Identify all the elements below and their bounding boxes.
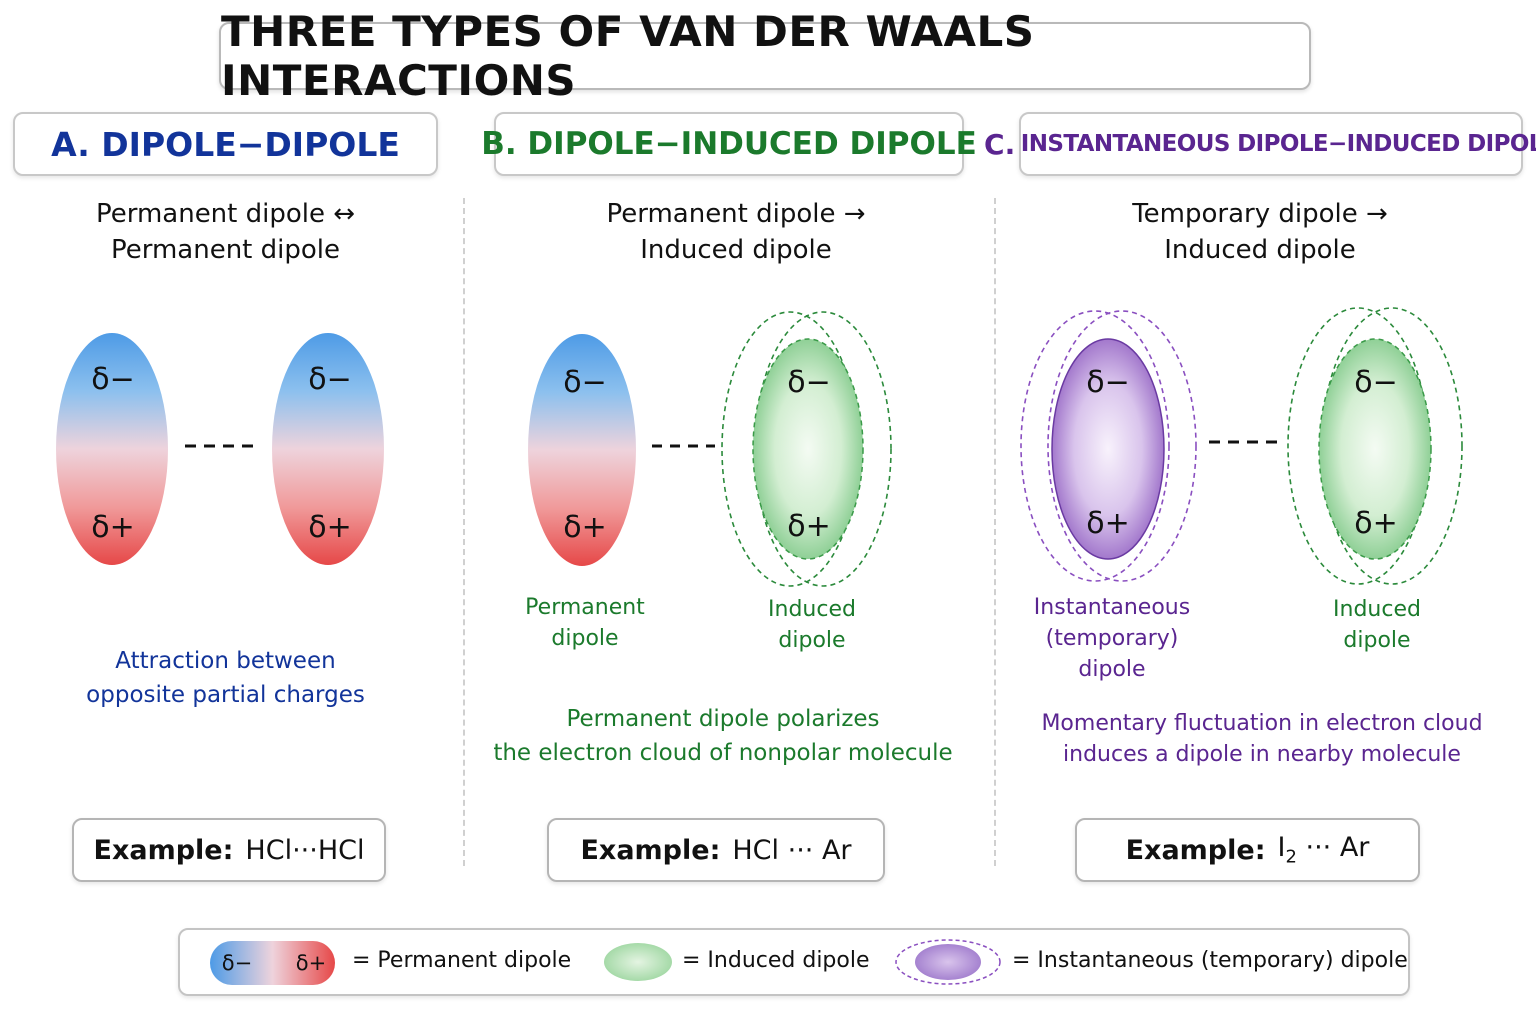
panel-b-right-delta-minus: δ− xyxy=(787,365,831,400)
panel-b-example-value: HCl ··· Ar xyxy=(732,834,852,866)
panel-a-description-line1: Attraction between xyxy=(115,648,336,674)
panel-c-example-value: I2 ··· Ar xyxy=(1278,832,1370,867)
panel-b-left-caption-line1: Permanent xyxy=(525,595,645,620)
panel-b-example: Example: HCl ··· Ar xyxy=(547,818,885,882)
legend xyxy=(178,928,1410,996)
panel-c-example-rest: ··· Ar xyxy=(1296,832,1370,864)
panel-b-letter: B. xyxy=(481,126,517,162)
panel-c-temp-cloud-outer-a xyxy=(1020,310,1170,582)
panel-b-left-delta-minus: δ− xyxy=(563,365,607,400)
panel-c-subtitle: Temporary dipole → Induced dipole xyxy=(1010,196,1510,268)
legend-permanent-swatch xyxy=(210,941,335,985)
panel-b-description-line2: the electron cloud of nonpolar molecule xyxy=(493,740,953,766)
panel-a-heading: A. DIPOLE−DIPOLE xyxy=(13,112,438,176)
panel-c-induced-dipole xyxy=(1318,338,1432,560)
panel-a-right-delta-minus: δ− xyxy=(308,362,352,397)
panel-a-left-delta-plus: δ+ xyxy=(91,510,135,545)
legend-delta-plus: δ+ xyxy=(296,951,326,975)
panel-c-example-subscript: 2 xyxy=(1285,846,1297,868)
panel-a-description: Attraction between opposite partial char… xyxy=(13,644,438,712)
panel-a-right-dipole xyxy=(272,333,384,565)
panel-a-description-line2: opposite partial charges xyxy=(86,682,365,708)
panel-c-right-delta-minus: δ− xyxy=(1354,365,1398,400)
panel-a-example-label: Example: xyxy=(93,834,234,866)
panel-b-left-caption-line2: dipole xyxy=(551,626,619,651)
panel-b-subtitle: Permanent dipole → Induced dipole xyxy=(494,196,978,268)
legend-instantaneous-label: = Instantaneous (temporary) dipole xyxy=(1012,948,1408,973)
panel-c-instantaneous-dipole xyxy=(1051,338,1165,560)
panel-c-subtitle-line2: Induced dipole xyxy=(1164,235,1356,265)
panel-a-example: Example: HCl···HCl xyxy=(72,818,386,882)
panel-b-right-caption: Induced dipole xyxy=(732,594,892,656)
legend-induced-label: = Induced dipole xyxy=(682,948,870,973)
panel-b-right-caption-line1: Induced xyxy=(768,597,856,622)
panel-c-heading-text: INSTANTANEOUS DIPOLE−INDUCED DIPOLE xyxy=(1020,131,1536,157)
panel-b-induced-cloud-outer-b xyxy=(754,311,892,587)
panel-c-right-caption: Induced dipole xyxy=(1297,594,1457,656)
panel-c-right-delta-plus: δ+ xyxy=(1354,506,1398,541)
panel-a-subtitle: Permanent dipole ↔ Permanent dipole xyxy=(13,196,438,268)
panel-a-subtitle-line1: Permanent dipole ↔ xyxy=(95,199,356,229)
legend-instantaneous-outer xyxy=(895,939,1001,985)
panel-c-letter: C. xyxy=(984,127,1016,161)
divider-left xyxy=(463,198,465,866)
panel-c-example-element: I xyxy=(1277,832,1286,864)
panel-b-description: Permanent dipole polarizes the electron … xyxy=(476,702,970,770)
panel-a-heading-text: DIPOLE−DIPOLE xyxy=(101,124,400,164)
divider-right xyxy=(994,198,996,866)
legend-instantaneous-swatch xyxy=(915,944,981,980)
panel-c-description-line2: induces a dipole in nearby molecule xyxy=(1063,742,1461,767)
title-box: THREE TYPES OF VAN DER WAALS INTERACTION… xyxy=(219,7,1311,105)
panel-c-description-line1: Momentary fluctuation in electron cloud xyxy=(1041,711,1483,736)
panel-a-example-value: HCl···HCl xyxy=(245,834,365,866)
panel-b-example-label: Example: xyxy=(580,834,721,866)
panel-c-example: Example: I2 ··· Ar xyxy=(1075,818,1420,882)
panel-b-description-line1: Permanent dipole polarizes xyxy=(566,706,880,732)
panel-c-left-caption-line1: Instantaneous xyxy=(1033,595,1191,620)
legend-delta-minus: δ− xyxy=(222,951,252,975)
panel-c-heading: C. INSTANTANEOUS DIPOLE−INDUCED DIPOLE xyxy=(984,112,1536,176)
panel-a-left-delta-minus: δ− xyxy=(91,362,135,397)
panel-b-right-delta-plus: δ+ xyxy=(787,509,831,544)
panel-a-subtitle-line2: Permanent dipole xyxy=(110,235,340,265)
panel-c-right-caption-line1: Induced xyxy=(1333,597,1421,622)
panel-a-right-delta-plus: δ+ xyxy=(308,510,352,545)
panel-c-subtitle-line1: Temporary dipole → xyxy=(1132,199,1388,229)
panel-b-subtitle-line2: Induced dipole xyxy=(640,235,832,265)
panel-b-right-caption-line2: dipole xyxy=(778,628,846,653)
panel-c-left-caption: Instantaneous (temporary) dipole xyxy=(1012,592,1212,685)
panel-b-subtitle-line1: Permanent dipole → xyxy=(606,199,866,229)
panel-c-example-label: Example: xyxy=(1125,834,1266,866)
panel-c-description: Momentary fluctuation in electron cloud … xyxy=(1002,708,1522,770)
panel-b-left-delta-plus: δ+ xyxy=(563,510,607,545)
panel-c-left-delta-plus: δ+ xyxy=(1086,506,1130,541)
panel-c-right-caption-line2: dipole xyxy=(1343,628,1411,653)
panel-b-heading: B. DIPOLE−INDUCED DIPOLE xyxy=(481,112,977,176)
panel-b-heading-text: DIPOLE−INDUCED DIPOLE xyxy=(527,126,977,162)
panel-c-left-caption-line2: (temporary) xyxy=(1045,626,1179,651)
panel-c-left-caption-line3: dipole xyxy=(1078,657,1146,682)
panel-a-letter: A. xyxy=(51,124,90,164)
panel-b-left-dipole xyxy=(528,334,636,566)
panel-c-left-delta-minus: δ− xyxy=(1086,365,1130,400)
panel-c-temp-cloud-outer-b xyxy=(1047,310,1197,582)
panel-a-left-dipole xyxy=(56,333,168,565)
legend-induced-swatch xyxy=(604,943,672,981)
panel-b-left-caption: Permanent dipole xyxy=(505,592,665,654)
panel-b-induced-dipole xyxy=(752,338,864,560)
page-title: THREE TYPES OF VAN DER WAALS INTERACTION… xyxy=(221,7,1035,105)
legend-permanent-label: = Permanent dipole xyxy=(352,948,572,973)
